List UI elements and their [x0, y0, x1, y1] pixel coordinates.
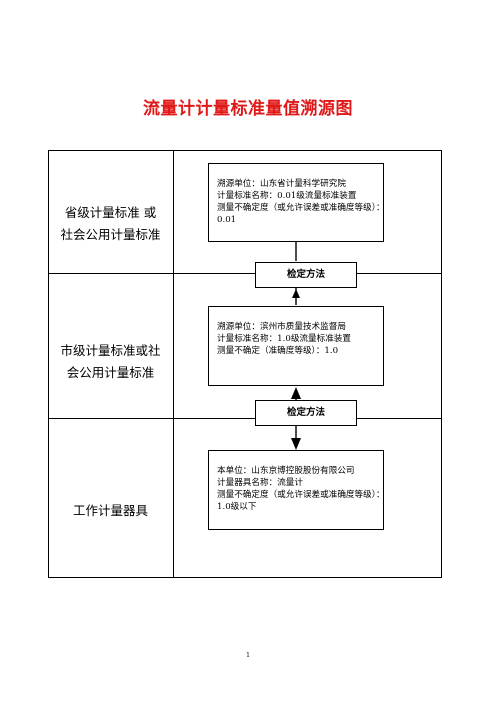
- verification-method-box: 检定方法: [255, 262, 357, 288]
- box-line: 测量不确定（准确度等级）：1.0: [217, 346, 339, 356]
- table-row-divider: [48, 418, 442, 419]
- table-row-divider: [48, 273, 442, 274]
- row-label-line: 会公用计量标准: [66, 365, 155, 380]
- box-line: 本单位：山东京博控股股份有限公司: [217, 466, 355, 476]
- box-line: 测量不确定度（或允许误差或准确度等级）：: [217, 490, 385, 500]
- page-number: 1: [246, 652, 250, 659]
- row-label-line: 省级计量标准 或: [64, 205, 157, 220]
- row-label-line: 工作计量器具: [72, 503, 148, 518]
- verification-method-box: 检定方法: [255, 400, 357, 426]
- box-line: 测量不确定度（或允许误差或准确度等级）：: [217, 203, 385, 213]
- box-line: 计量器具名称：流量计: [217, 478, 303, 488]
- box-line: 1.0级以下: [217, 502, 257, 512]
- working-instrument-box: 本单位：山东京博控股股份有限公司 计量器具名称：流量计 测量不确定度（或允许误差…: [208, 450, 385, 530]
- row-label-line: 市级计量标准或社: [60, 343, 161, 358]
- row-label-working-instrument: 工作计量器具: [48, 500, 173, 522]
- row-label-line: 社会公用计量标准: [60, 227, 161, 242]
- row-label-provincial: 省级计量标准 或 社会公用计量标准: [48, 202, 173, 246]
- box-line: 溯源单位：山东省计量科学研究院: [217, 179, 346, 189]
- traceability-table: [48, 150, 442, 578]
- box-line: 0.01: [217, 215, 237, 225]
- table-column-divider: [173, 150, 174, 578]
- provincial-standard-box: 溯源单位：山东省计量科学研究院 计量标准名称：0.01级流量标准装置 测量不确定…: [208, 163, 385, 242]
- row-label-municipal: 市级计量标准或社 会公用计量标准: [48, 340, 173, 384]
- box-line: 溯源单位：滨州市质量技术监督局: [217, 322, 346, 332]
- page-title: 流量计计量标准量值溯源图: [143, 99, 353, 119]
- municipal-standard-box: 溯源单位：滨州市质量技术监督局 计量标准名称：1.0级流量标准装置 测量不确定（…: [208, 306, 384, 386]
- box-line: 计量标准名称：1.0级流量标准装置: [217, 334, 351, 344]
- box-line: 计量标准名称：0.01级流量标准装置: [217, 191, 357, 201]
